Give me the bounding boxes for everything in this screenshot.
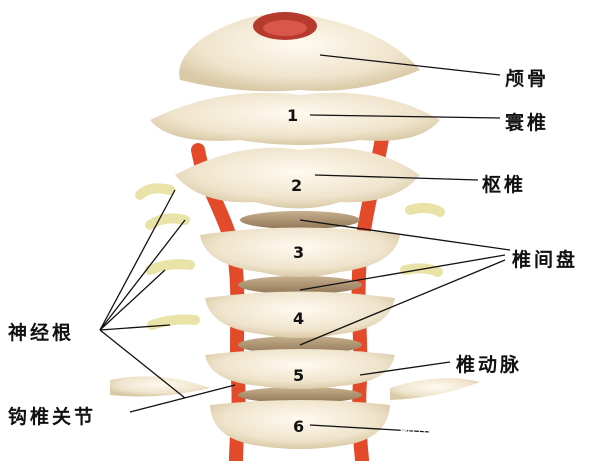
label-nerve-root: 神经根 xyxy=(8,322,75,344)
watermark: 知乎 @renkang X120 xyxy=(398,427,574,447)
vertebra-number-4: 4 xyxy=(293,309,305,328)
vertebra-number-5: 5 xyxy=(293,366,305,385)
vertebral-bodies xyxy=(110,227,480,449)
label-occipital: 颅骨 xyxy=(505,68,550,90)
label-uncovertebral-joint: 钩椎关节 xyxy=(8,406,97,428)
leader-lines xyxy=(99,54,511,433)
label-atlas: 寰椎 xyxy=(505,112,550,134)
vertebra-number-2: 2 xyxy=(291,176,303,195)
label-vertebral-artery: 椎动脉 xyxy=(456,354,523,376)
atlas-vertebra xyxy=(150,92,440,145)
vertebra-number-3: 3 xyxy=(293,243,305,262)
vertebra-number-1: 1 xyxy=(287,106,299,125)
label-axis: 枢椎 xyxy=(482,174,527,196)
axis-vertebra xyxy=(175,147,420,209)
label-intervertebral-disc: 椎间盘 xyxy=(512,249,579,271)
skull-base xyxy=(179,12,420,92)
vertebra-number-6: 6 xyxy=(293,417,305,436)
